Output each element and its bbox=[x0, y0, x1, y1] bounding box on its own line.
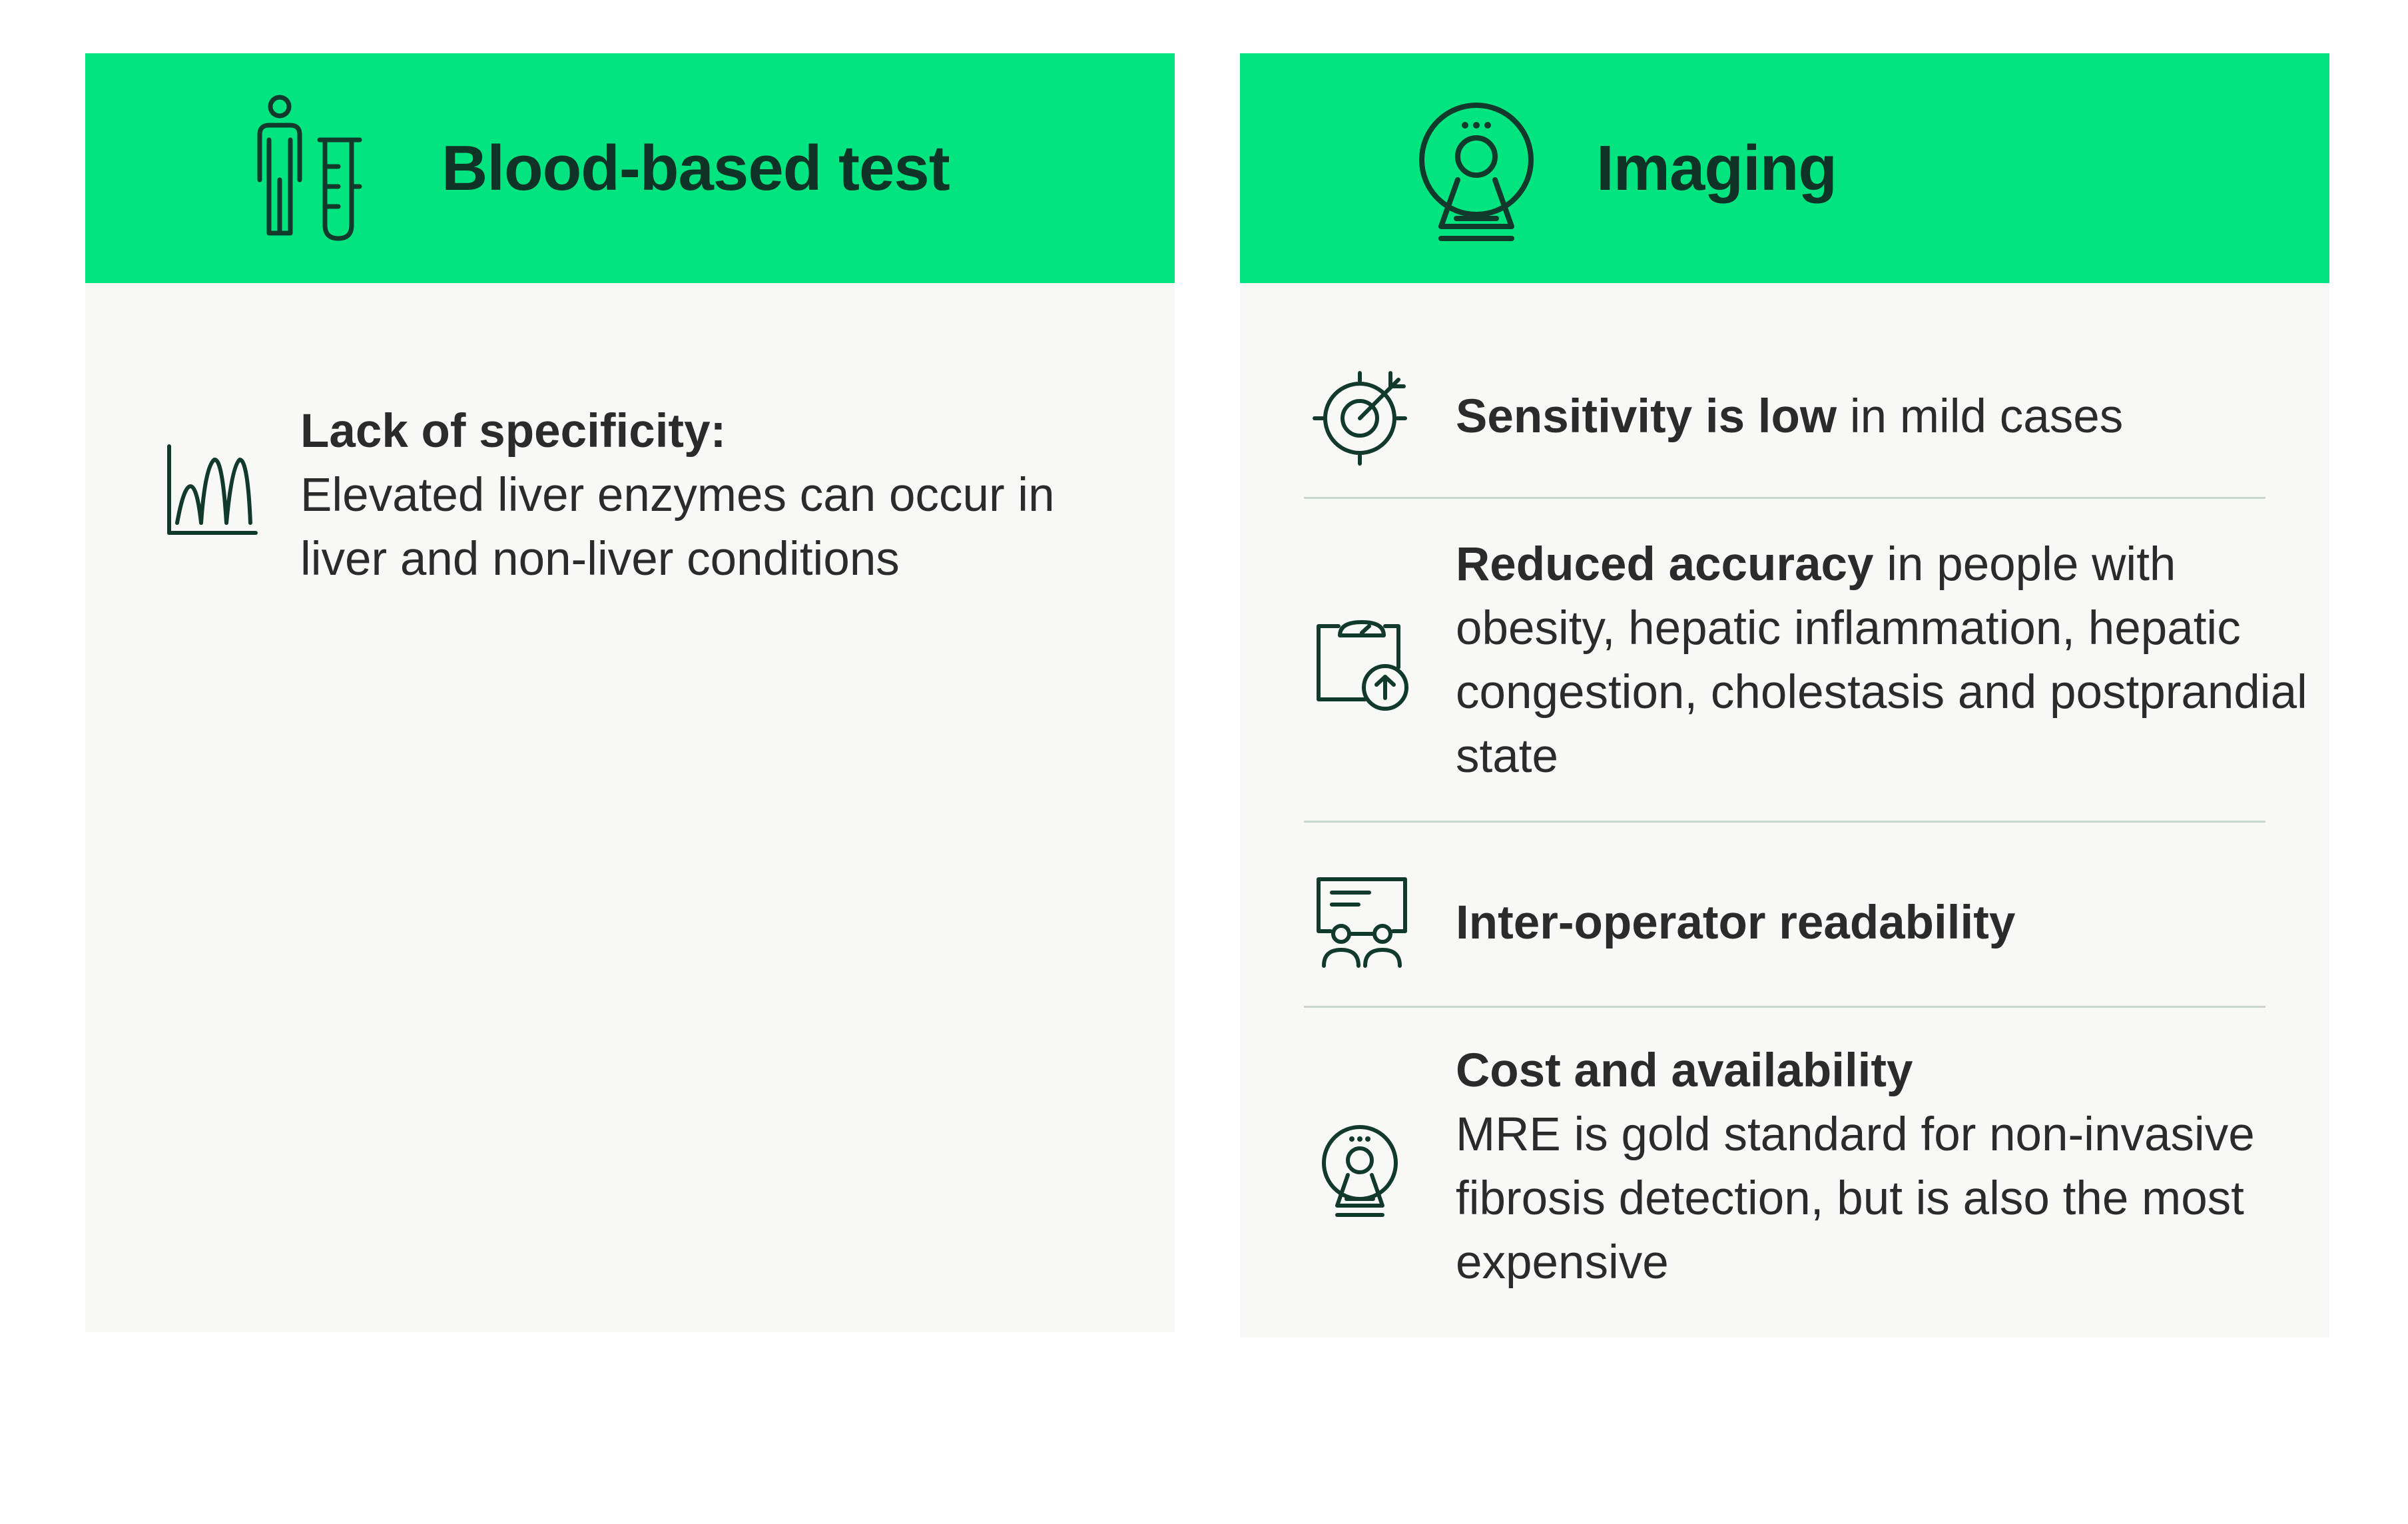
item-highlight: Inter-operator readability bbox=[1456, 897, 2016, 949]
item-highlight: Sensitivity is low bbox=[1456, 390, 1837, 443]
imaging-card: Imaging Sensitivity is low in mild cases bbox=[1240, 53, 2329, 1337]
imaging-header: Imaging bbox=[1240, 53, 2329, 283]
item-heading: Lack of specificity: bbox=[300, 405, 727, 458]
card-title: Imaging bbox=[1596, 133, 1837, 204]
item-text: Sensitivity is low in mild cases bbox=[1456, 385, 2295, 449]
item-description: MRE is gold standard for non-invasive fi… bbox=[1456, 1108, 2255, 1289]
item-text: Cost and availability MRE is gold standa… bbox=[1456, 1039, 2295, 1295]
mri-scanner-small-icon bbox=[1319, 1119, 1418, 1219]
scale-up-icon bbox=[1312, 613, 1412, 713]
item-text: Inter-operator readability bbox=[1456, 891, 2295, 955]
card-title: Blood-based test bbox=[442, 133, 950, 204]
divider bbox=[1304, 497, 2265, 499]
item-text: Reduced accuracy in people with obesity,… bbox=[1456, 533, 2308, 789]
item-highlight: Reduced accuracy bbox=[1456, 538, 1874, 591]
person-test-tube-icon bbox=[245, 93, 398, 246]
item-description: Elevated liver enzymes can occur in live… bbox=[300, 469, 1055, 585]
item-description: in mild cases bbox=[1837, 390, 2124, 443]
target-icon bbox=[1312, 366, 1412, 466]
item-heading: Cost and availability bbox=[1456, 1044, 1913, 1097]
peaks-chart-icon bbox=[162, 440, 262, 540]
divider bbox=[1304, 821, 2265, 823]
blood-based-test-card: Blood-based test Lack of specificity: El… bbox=[85, 53, 1175, 1332]
mri-scanner-icon bbox=[1400, 93, 1553, 246]
divider bbox=[1304, 1006, 2265, 1008]
presentation-people-icon bbox=[1312, 873, 1412, 972]
blood-based-test-header: Blood-based test bbox=[85, 53, 1175, 283]
item-description: in people with obesity, hepatic inflamma… bbox=[1456, 538, 2307, 783]
item-text: Lack of specificity: Elevated liver enzy… bbox=[300, 400, 1139, 591]
